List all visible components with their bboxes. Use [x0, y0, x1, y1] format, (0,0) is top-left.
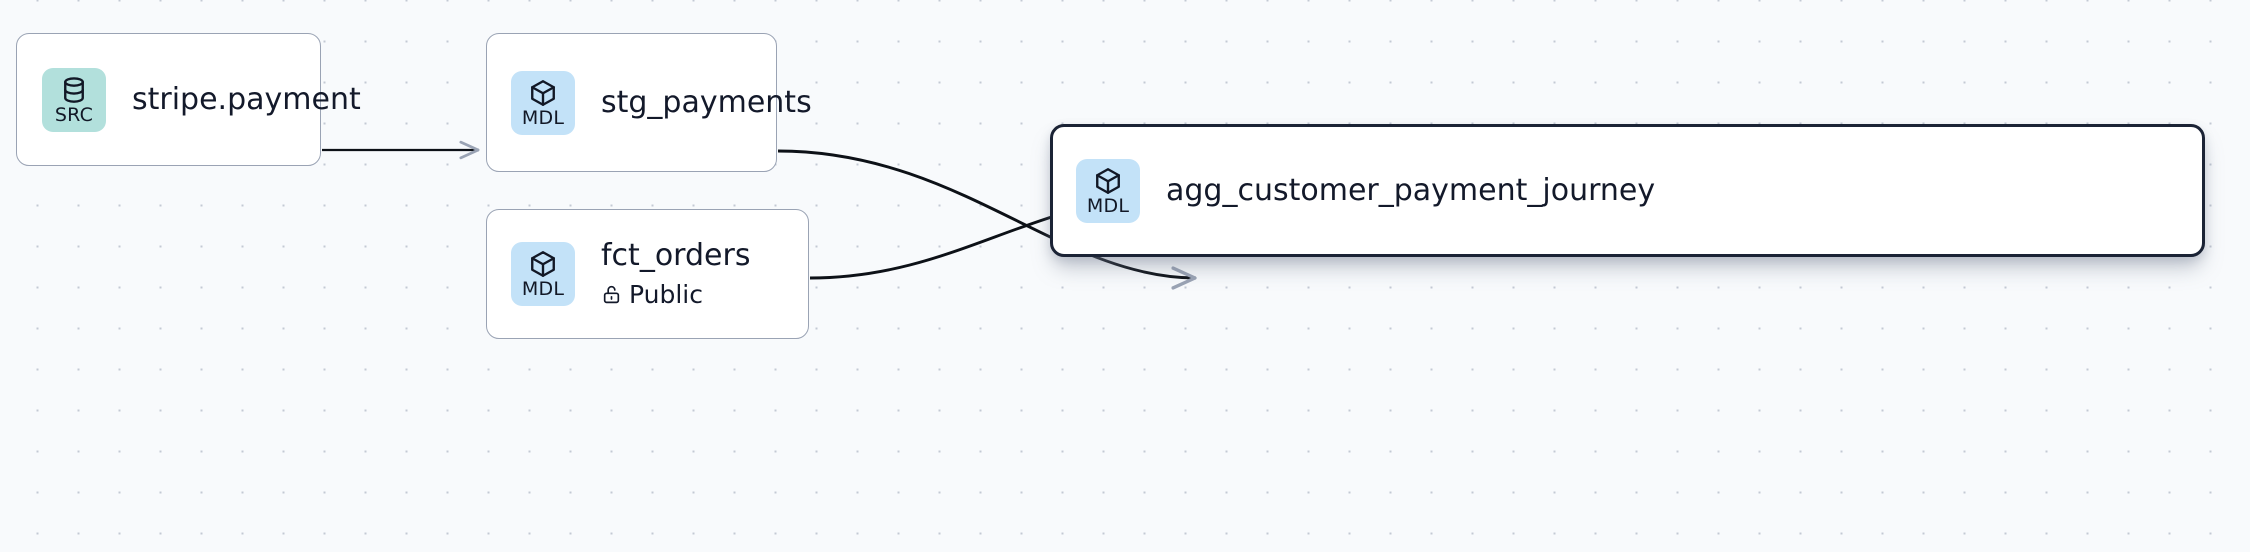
- lineage-node-stg-payments[interactable]: MDL stg_payments: [486, 33, 812, 172]
- node-title: stg_payments: [601, 84, 812, 120]
- cube-icon: [1096, 167, 1120, 194]
- node-type-badge-src: SRC: [42, 67, 106, 132]
- node-body: stripe.payment: [132, 82, 361, 117]
- node-title: fct_orders: [601, 238, 751, 274]
- node-body: agg_customer_payment_journey: [1166, 173, 1655, 208]
- node-type-badge-mdl: MDL: [511, 70, 575, 135]
- node-type-badge-label: MDL: [521, 106, 565, 129]
- node-visibility: Public: [601, 280, 750, 310]
- node-body: fct_orders Public: [601, 238, 750, 309]
- cube-icon: [531, 251, 555, 277]
- lineage-node-agg-customer-payment-journey[interactable]: MDL agg_customer_payment_journey: [1050, 124, 2205, 257]
- node-type-badge-mdl: MDL: [1076, 158, 1140, 223]
- lineage-node-fct-orders[interactable]: MDL fct_orders Public: [486, 209, 809, 339]
- node-type-badge-label: MDL: [521, 278, 565, 300]
- cube-icon: [531, 79, 555, 106]
- unlock-icon: [603, 286, 620, 304]
- database-icon: [64, 76, 84, 103]
- node-body: stg_payments: [601, 85, 812, 120]
- lineage-node-stripe-payment[interactable]: SRC stripe.payment: [16, 33, 361, 166]
- node-type-badge-label: SRC: [54, 103, 94, 126]
- node-title: stripe.payment: [132, 81, 361, 117]
- node-type-badge-mdl: MDL: [511, 242, 575, 306]
- node-title: agg_customer_payment_journey: [1166, 172, 1656, 208]
- node-type-badge-label: MDL: [1086, 194, 1130, 217]
- node-visibility-label: Public: [629, 279, 703, 309]
